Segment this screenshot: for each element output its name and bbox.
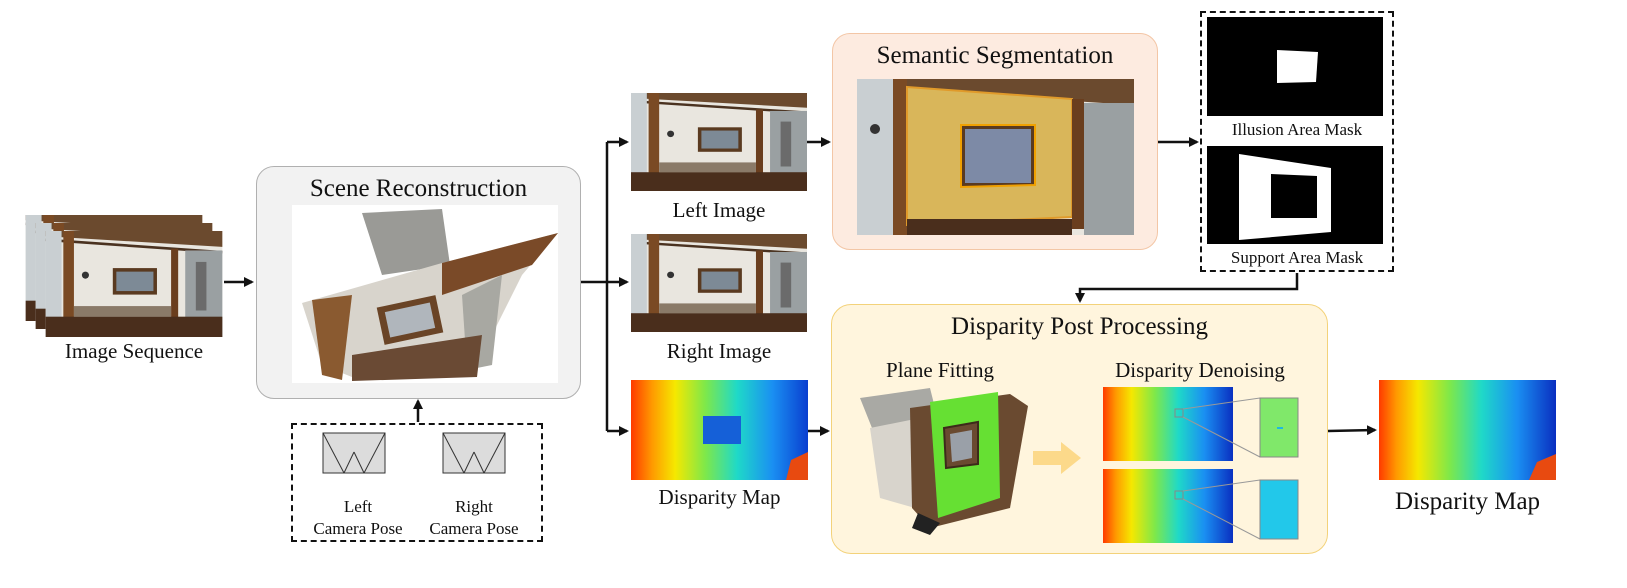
disparity-map-label: Disparity Map — [658, 485, 781, 509]
image-sequence-label: Image Sequence — [64, 339, 204, 363]
left-camera-pose-line2: Camera Pose — [313, 519, 403, 538]
support-area-mask — [1207, 146, 1383, 244]
masks-box — [1200, 11, 1394, 272]
camera-pose-box — [291, 423, 543, 542]
right-camera-icon — [442, 432, 506, 474]
illusion-area-mask — [1207, 17, 1383, 116]
disparity-denoising-label: Disparity Denoising — [1115, 358, 1285, 382]
left-camera-pose-line1: Left — [343, 497, 373, 516]
right-image-label: Right Image — [666, 339, 772, 363]
output-disparity-map-label: Disparity Map — [1394, 488, 1541, 515]
denoising-after-image — [1103, 469, 1299, 543]
plane-fitting-label: Plane Fitting — [886, 358, 994, 382]
segmentation-image — [857, 79, 1134, 235]
output-disparity-map-image — [1379, 380, 1556, 480]
right-camera-pose-line1: Right — [455, 497, 493, 516]
plane-fitting-image — [860, 388, 1028, 535]
left-camera-icon — [322, 432, 386, 474]
right-camera-pose-line2: Camera Pose — [429, 519, 519, 538]
disparity-post-processing-title: Disparity Post Processing — [951, 313, 1208, 340]
denoising-before-image — [1103, 387, 1299, 461]
denoise-arrow-icon — [1033, 442, 1081, 474]
semantic-segmentation-title: Semantic Segmentation — [876, 42, 1114, 69]
point-cloud-image — [292, 205, 558, 383]
support-area-mask-label: Support Area Mask — [1230, 248, 1364, 267]
scene-reconstruction-title: Scene Reconstruction — [309, 175, 528, 202]
left-image-label: Left Image — [672, 198, 766, 222]
illusion-area-mask-label: Illusion Area Mask — [1231, 120, 1363, 139]
disparity-map-image — [631, 380, 808, 480]
